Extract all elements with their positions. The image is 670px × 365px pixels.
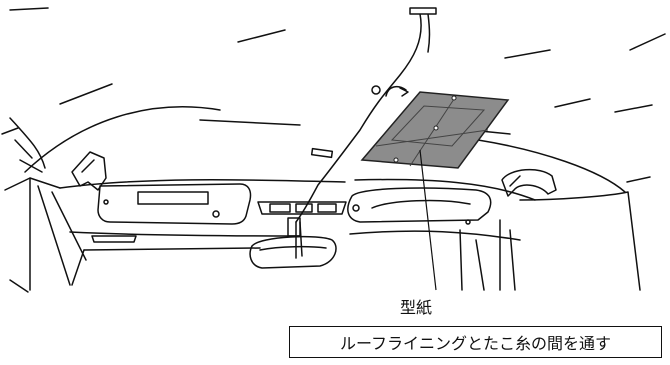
instruction-box: ルーフライニングとたこ糸の間を通す	[289, 326, 662, 358]
string-clip	[409, 7, 437, 15]
windshield-frame	[59, 178, 536, 286]
tape-holder	[310, 85, 381, 159]
instruction-text: ルーフライニングとたこ糸の間を通す	[339, 334, 612, 353]
kite-string	[295, 13, 431, 259]
template-sheet	[360, 91, 510, 169]
right-grab-handle	[501, 168, 557, 197]
template-label: 型紙	[400, 298, 433, 317]
ceiling-shading-lines	[1, 7, 666, 183]
left-sun-visor	[91, 183, 252, 243]
rearview-mirror	[249, 217, 337, 269]
right-sun-visor	[347, 187, 492, 225]
left-roof-edge	[4, 106, 221, 293]
callout-leader	[419, 149, 437, 291]
right-pillar	[459, 139, 641, 291]
overhead-console	[257, 201, 347, 215]
direction-arrow	[385, 85, 409, 97]
